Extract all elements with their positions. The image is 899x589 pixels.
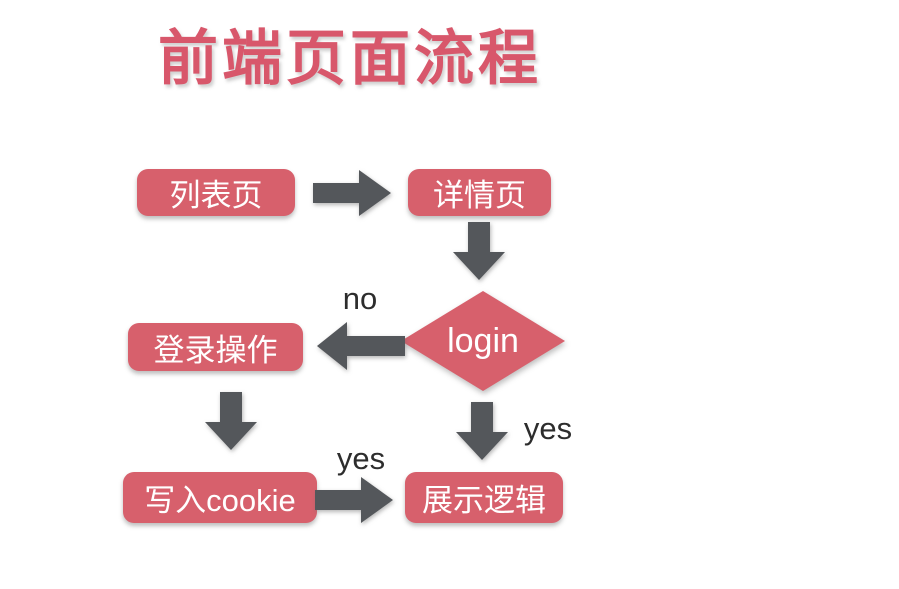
arrow-action-to-cookie-icon — [205, 392, 257, 450]
node-list-page: 列表页 — [137, 169, 295, 216]
edge-label-no: no — [342, 281, 378, 316]
node-write-cookie: 写入cookie — [123, 472, 317, 523]
node-display-logic-label: 展示逻辑 — [422, 483, 546, 518]
node-login-action: 登录操作 — [128, 323, 303, 371]
page-title: 前端页面流程 — [158, 25, 542, 92]
node-login-decision: login — [401, 291, 565, 391]
arrow-list-to-detail-icon — [313, 170, 391, 216]
node-login-decision-label: login — [447, 321, 519, 360]
node-login-action-label: 登录操作 — [153, 332, 278, 368]
arrow-login-to-display-icon — [456, 402, 508, 460]
node-list-page-label: 列表页 — [169, 178, 263, 213]
arrow-detail-to-login-icon — [453, 222, 505, 280]
node-write-cookie-label: 写入cookie — [144, 483, 296, 518]
node-detail-page: 详情页 — [408, 169, 551, 216]
diamond-shape — [401, 291, 565, 391]
edge-label-cookie-yes: yes — [336, 441, 386, 476]
node-detail-page-label: 详情页 — [433, 178, 526, 213]
edge-label-login-yes: yes — [523, 411, 573, 446]
arrow-login-to-action-icon — [317, 322, 405, 370]
node-display-logic: 展示逻辑 — [405, 472, 563, 523]
arrow-cookie-to-display-icon — [315, 477, 393, 523]
